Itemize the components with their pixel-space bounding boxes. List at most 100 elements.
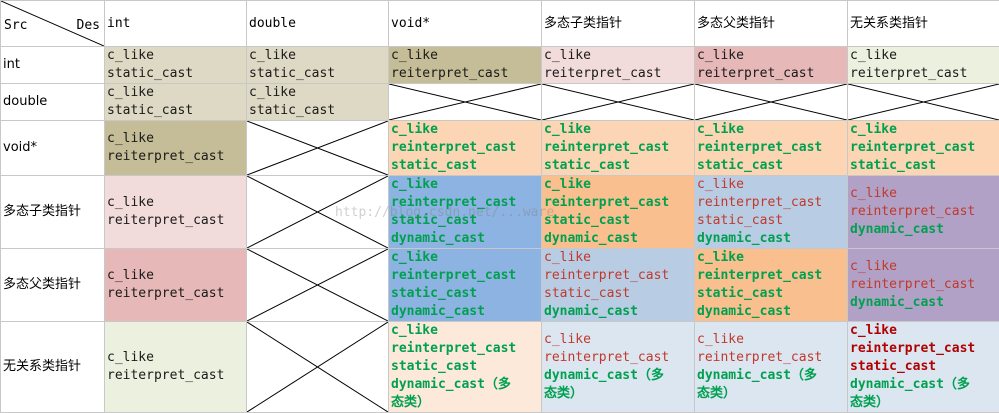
cast-method: reiterpret_cast bbox=[107, 148, 244, 166]
cast-method: c_like bbox=[697, 331, 845, 349]
cast-method: reiterpret_cast bbox=[697, 65, 845, 83]
cast-method: c_like bbox=[697, 176, 845, 194]
cast-method: dynamic_cast（多 bbox=[850, 376, 997, 394]
empty-cell bbox=[695, 84, 848, 121]
cast-method: reinterpret_cast bbox=[544, 139, 692, 157]
cast-method: dynamic_cast bbox=[850, 221, 997, 239]
not-applicable-cross bbox=[247, 322, 388, 412]
cast-method: c_like bbox=[850, 258, 997, 276]
not-applicable-cross bbox=[247, 176, 388, 248]
cast-method: reinterpret_cast bbox=[544, 194, 692, 212]
cast-method: static_cast bbox=[249, 65, 386, 83]
cast-method: c_like bbox=[391, 121, 539, 139]
cast-method: static_cast bbox=[697, 285, 845, 303]
cast-method: c_like bbox=[697, 47, 845, 65]
cast-method: reinterpret_cast bbox=[391, 340, 539, 358]
cast-method: c_like bbox=[107, 194, 244, 212]
column-header: 无关系类指针 bbox=[848, 1, 999, 47]
cast-method: static_cast bbox=[544, 157, 692, 175]
empty-cell bbox=[848, 84, 999, 121]
corner-src-label: Src bbox=[4, 17, 27, 35]
cast-method: static_cast bbox=[391, 285, 539, 303]
corner-cell: Src Des bbox=[1, 1, 105, 47]
cast-method: reinterpret_cast bbox=[850, 203, 997, 221]
cast-method: reinterpret_cast bbox=[850, 340, 997, 358]
cast-method: c_like bbox=[107, 84, 244, 102]
cast-method: c_like bbox=[697, 249, 845, 267]
cast-method: c_like bbox=[391, 322, 539, 340]
cast-method: static_cast bbox=[850, 358, 997, 376]
cast-method: static_cast bbox=[391, 157, 539, 175]
cast-method: c_like bbox=[544, 249, 692, 267]
row-header: int bbox=[1, 47, 105, 84]
cast-method: dynamic_cast bbox=[391, 230, 539, 248]
cast-method: reinterpret_cast bbox=[697, 139, 845, 157]
cast-method: static_cast bbox=[391, 212, 539, 230]
row-header: 无关系类指针 bbox=[1, 322, 105, 413]
cast-method: c_like bbox=[391, 176, 539, 194]
cast-method: 态类） bbox=[850, 394, 997, 412]
cast-method: dynamic_cast bbox=[544, 303, 692, 321]
cast-method: static_cast bbox=[249, 102, 386, 120]
cast-method: 态类） bbox=[697, 385, 845, 403]
cast-method: reiterpret_cast bbox=[107, 285, 244, 303]
corner-des-label: Des bbox=[77, 17, 100, 35]
cast-method: c_like bbox=[850, 185, 997, 203]
cast-method: reinterpret_cast bbox=[697, 349, 845, 367]
cast-method: dynamic_cast bbox=[697, 303, 845, 321]
not-applicable-cross bbox=[542, 84, 694, 120]
cast-method: c_like bbox=[249, 47, 386, 65]
cast-method: dynamic_cast bbox=[850, 294, 997, 312]
cast-method: c_like bbox=[107, 267, 244, 285]
empty-cell bbox=[542, 84, 695, 121]
not-applicable-cross bbox=[389, 84, 541, 120]
cast-method: dynamic_cast bbox=[544, 230, 692, 248]
cast-method: c_like bbox=[544, 176, 692, 194]
cast-method: reiterpret_cast bbox=[107, 367, 244, 385]
cast-method: reinterpret_cast bbox=[391, 267, 539, 285]
cast-method: c_like bbox=[850, 322, 997, 340]
cast-method: c_like bbox=[107, 130, 244, 148]
cast-method: reinterpret_cast bbox=[544, 349, 692, 367]
not-applicable-cross bbox=[695, 84, 847, 120]
cast-method: c_like bbox=[391, 47, 539, 65]
cast-method: c_like bbox=[391, 249, 539, 267]
cast-method: reiterpret_cast bbox=[391, 65, 539, 83]
row-header: 多态子类指针 bbox=[1, 176, 105, 249]
column-header: 多态父类指针 bbox=[695, 1, 848, 47]
cast-method: dynamic_cast bbox=[697, 230, 845, 248]
row-header: 多态父类指针 bbox=[1, 249, 105, 322]
empty-cell bbox=[247, 176, 389, 249]
cast-method: reiterpret_cast bbox=[850, 65, 997, 83]
cast-method: c_like bbox=[107, 47, 244, 65]
column-header: int bbox=[105, 1, 247, 47]
cast-method: reinterpret_cast bbox=[850, 139, 997, 157]
cast-method: reinterpret_cast bbox=[850, 276, 997, 294]
cast-method: reiterpret_cast bbox=[544, 65, 692, 83]
cast-method: static_cast bbox=[544, 285, 692, 303]
cast-method: reinterpret_cast bbox=[544, 267, 692, 285]
cast-method: static_cast bbox=[107, 65, 244, 83]
empty-cell bbox=[247, 322, 389, 413]
row-header: double bbox=[1, 84, 105, 121]
